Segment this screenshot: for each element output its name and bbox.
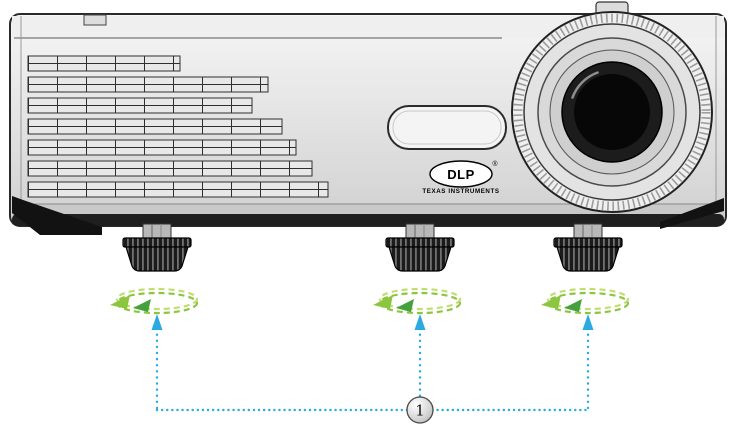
- bottom-left-corner: [12, 196, 102, 235]
- callout-arrow-right: [581, 312, 595, 410]
- callout-1-label: 1: [415, 402, 425, 420]
- vent-row: [27, 97, 253, 114]
- ir-receiver-window: [387, 105, 507, 150]
- lens-highlight: [571, 71, 599, 99]
- dlp-logo: DLP ® TEXAS INSTRUMENTS: [422, 160, 499, 195]
- callout-arrow-center: [413, 312, 427, 410]
- vent-row: [27, 181, 329, 198]
- bottom-right-corner: [660, 198, 724, 229]
- callout-arrow-left: [150, 312, 164, 410]
- lens-glass: [574, 74, 650, 150]
- vent-grille: [27, 55, 329, 198]
- lens: [511, 11, 713, 213]
- rotation-arrow-right: [539, 287, 630, 315]
- vent-row: [27, 139, 297, 156]
- top-panel-detail: [83, 14, 107, 26]
- vent-row: [27, 118, 283, 135]
- dlp-logo-text: DLP: [447, 167, 475, 182]
- vent-row: [27, 76, 269, 93]
- rotation-arrow-center: [371, 287, 462, 315]
- rotation-arrow-left: [108, 287, 199, 315]
- vent-row: [27, 55, 181, 72]
- tilt-foot-right: [553, 223, 623, 272]
- bottom-trim: [12, 214, 724, 226]
- vent-row: [27, 160, 313, 177]
- tilt-foot-center: [385, 223, 455, 272]
- tilt-foot-left: [122, 223, 192, 272]
- dlp-brand-text: TEXAS INSTRUMENTS: [422, 188, 499, 195]
- focus-ring-knurl: [513, 13, 711, 211]
- callout-1-badge: 1: [406, 396, 434, 424]
- dlp-registered-mark: ®: [492, 160, 498, 168]
